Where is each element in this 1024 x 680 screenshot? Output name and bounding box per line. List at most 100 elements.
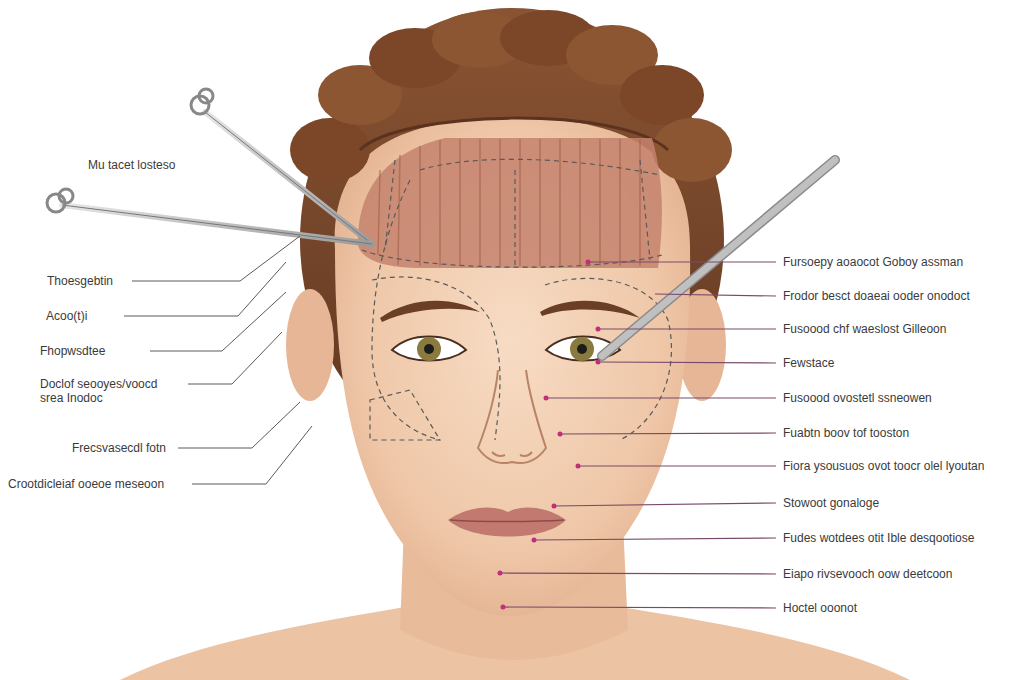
- callout-lines-part: [554, 503, 776, 506]
- callout-dots-part: [596, 360, 601, 365]
- eyes-part: [417, 337, 441, 361]
- dashed-guides-part: [640, 160, 650, 260]
- hair-braid-part: [290, 118, 370, 182]
- hair-braid-part: [652, 118, 732, 182]
- callout-lines-part: [588, 261, 776, 262]
- callout-label: Stowoot gonaloge: [783, 496, 879, 510]
- forehead-muscle-part: [358, 138, 662, 268]
- callout-lines-part: [503, 607, 776, 608]
- callout-lines-part: [500, 573, 776, 574]
- callout-label: Eiapo rivsevooch oow deetcoon: [783, 567, 952, 581]
- callout-label: Fiora ysousuos ovot toocr olel lyoutan: [783, 459, 984, 473]
- part-label: Fhopwsdtee: [40, 344, 105, 358]
- callout-lines-part: [598, 362, 776, 363]
- part-label: Crootdicleiaf ooeoe meseoon: [8, 477, 164, 491]
- hair-braid-part: [620, 65, 704, 125]
- eyes-part: [577, 344, 587, 354]
- lips-part: [448, 507, 566, 536]
- dashed-guides-part: [372, 277, 500, 440]
- forehead-muscle-part: [499, 139, 501, 266]
- leader-lines-part: [124, 262, 286, 316]
- nose: [478, 370, 546, 463]
- eyebrows: [380, 301, 640, 322]
- dashed-guides-part: [385, 160, 395, 250]
- leader-lines-part: [188, 332, 282, 384]
- scissors-left-part: [59, 189, 73, 203]
- callout-dots-part: [596, 327, 601, 332]
- forehead-muscle: [358, 138, 662, 268]
- callout-dots-part: [576, 464, 581, 469]
- callout-lines-part: [598, 328, 776, 329]
- nose-part: [492, 452, 505, 456]
- forehead-muscle-part: [579, 139, 581, 266]
- eyebrows-part: [540, 301, 640, 318]
- callout-dots-part: [501, 605, 506, 610]
- scissors-left-part: [199, 89, 213, 103]
- forehead-muscle-part: [378, 170, 380, 255]
- forehead-muscle-part: [459, 139, 461, 266]
- ears-part: [286, 289, 334, 401]
- callout-label: Frodor besct doaeai ooder onodoct: [783, 289, 970, 303]
- eyes: [392, 337, 620, 362]
- callout-dots: [498, 260, 601, 610]
- leader-lines-part: [192, 426, 312, 484]
- callout-label: Fusoood chf waeslost Gilleoon: [783, 322, 946, 336]
- forehead-muscle-part: [419, 146, 421, 266]
- dashed-guides-part: [514, 170, 515, 265]
- callout-dots-part: [544, 396, 549, 401]
- callout-lines: [500, 262, 776, 608]
- callout-label: Fudes wotdees otit Ible desqootiose: [783, 531, 974, 545]
- callout-dots-part: [552, 504, 557, 509]
- part-label: Acoo(t)i: [46, 309, 87, 323]
- callout-dots-part: [532, 538, 537, 543]
- forehead-muscle-part: [559, 139, 561, 266]
- eyes-part: [424, 344, 434, 354]
- leader-lines-part: [178, 402, 300, 448]
- forehead-muscle-part: [599, 139, 601, 266]
- part-label: Mu tacet losteso: [88, 158, 175, 172]
- forehead-muscle-part: [398, 155, 400, 265]
- forehead-muscle-part: [639, 139, 641, 266]
- callout-label: Fusoood ovostetl ssneowen: [783, 391, 932, 405]
- callout-label: Hoctel ooonot: [783, 601, 857, 615]
- dashed-guides-part: [420, 159, 660, 175]
- callout-lines-part: [655, 294, 776, 296]
- forehead-muscle-part: [539, 139, 541, 266]
- eyes-part: [392, 337, 466, 361]
- callout-dots-part: [558, 432, 563, 437]
- callout-label: Fuabtn boov tof tooston: [783, 426, 909, 440]
- nose-part: [478, 370, 546, 463]
- forehead-muscle-part: [479, 139, 481, 266]
- face: [335, 118, 690, 616]
- dashed-guides-part: [370, 390, 440, 440]
- callout-label: Fursoepy aoaocot Goboy assman: [783, 255, 963, 269]
- scissors-left-part: [62, 205, 372, 244]
- lips: [448, 507, 566, 536]
- scissors-left-part: [62, 205, 372, 244]
- callout-label: Fewstace: [783, 356, 834, 370]
- forehead-muscle-part: [439, 140, 441, 266]
- dashed-guides-part: [362, 250, 662, 267]
- lips-part: [450, 520, 564, 522]
- dashed-guides-part: [545, 278, 671, 440]
- callout-dots-part: [498, 571, 503, 576]
- callout-lines-part: [578, 465, 776, 466]
- callout-lines-part: [546, 397, 776, 398]
- forehead-muscle-part: [378, 139, 640, 266]
- callout-dots-part: [586, 260, 591, 265]
- callout-lines-part: [560, 433, 776, 434]
- eyebrows-part: [380, 301, 480, 322]
- eyes-part: [570, 337, 594, 361]
- part-label: Thoesgebtin: [47, 274, 113, 288]
- part-label: Frecsvasecdl fotn: [72, 441, 166, 455]
- forehead-muscle-part: [519, 139, 521, 266]
- scissors-left: [47, 89, 372, 244]
- leader-lines-part: [150, 292, 286, 351]
- part-label: Doclof seooyes/voocd srea Inodoc: [40, 377, 182, 405]
- callout-lines-part: [534, 538, 776, 540]
- forehead-muscle-part: [619, 139, 621, 266]
- face-part: [335, 118, 690, 616]
- nose-part: [520, 452, 532, 456]
